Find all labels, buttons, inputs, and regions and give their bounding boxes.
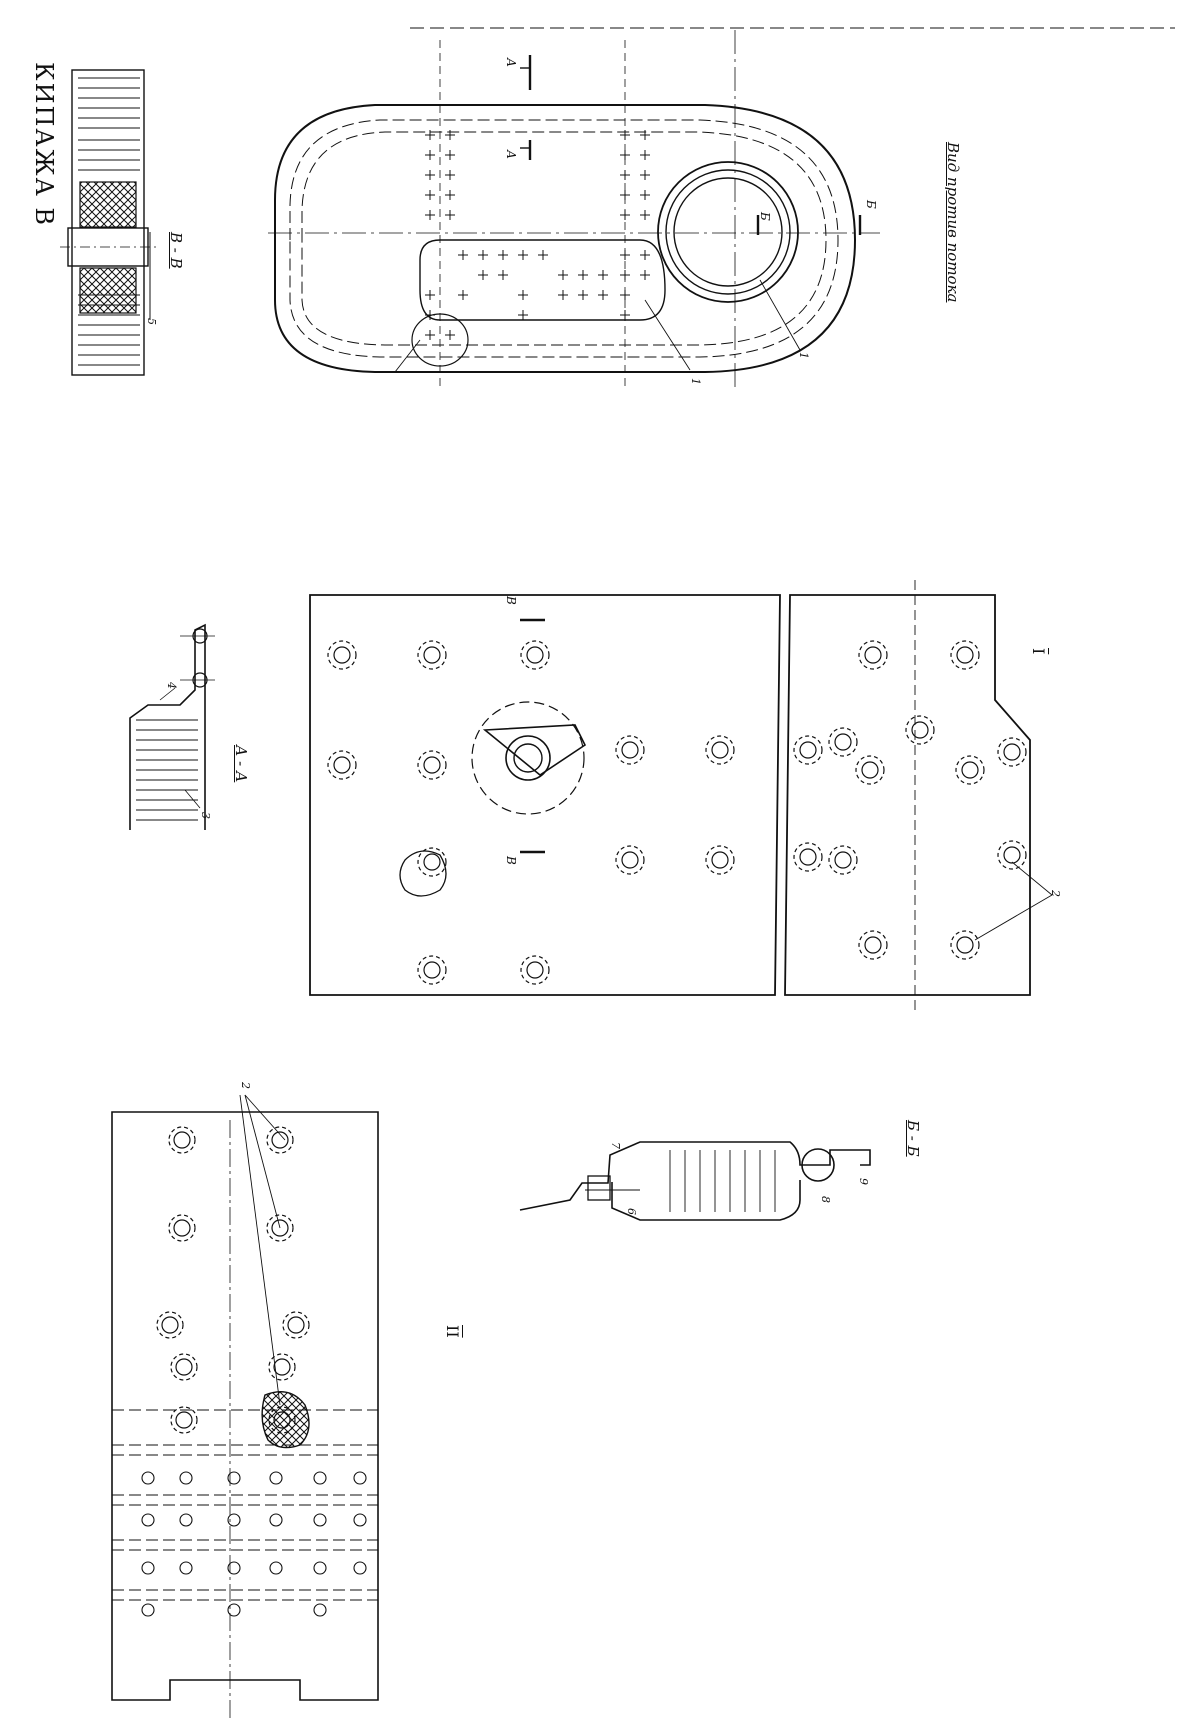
detail-i-title: I [1029, 648, 1048, 655]
section-bb-drawing [519, 1141, 871, 1221]
section-aa-title: А - А [232, 745, 250, 783]
section-vv-title: В - В [167, 232, 185, 269]
callout-4: 4 [165, 682, 178, 689]
plus-marks [425, 130, 650, 340]
main-view-title: Вид против потока [944, 142, 962, 303]
cut-mark-v-bottom: В [504, 856, 518, 865]
detail-i-drawing [309, 580, 1053, 1010]
callout-6: 6 [625, 1208, 638, 1215]
callout-9: 9 [857, 1178, 870, 1185]
callout-2-detail-ii: 2 [239, 1082, 252, 1089]
main-view-drawing [268, 30, 880, 390]
callout-1-circle: 1 [797, 352, 810, 359]
page-header: КИПАЖА В [30, 62, 58, 228]
cut-mark-b-inner: Б [758, 212, 772, 221]
detail-ii-drawing [111, 1094, 379, 1720]
cut-mark-v-top: В [504, 596, 518, 605]
callout-3: 3 [199, 812, 212, 819]
callout-5: 5 [145, 318, 158, 325]
detail-ii-title: II [443, 1325, 462, 1338]
callout-2-detail-i: 2 [1049, 890, 1062, 897]
callout-8: 8 [819, 1196, 832, 1203]
section-aa-drawing [129, 623, 215, 830]
section-vv-drawing [60, 69, 160, 376]
cut-mark-a-top: А [504, 58, 518, 68]
cut-mark-b-right: Б [864, 200, 878, 209]
section-bb-title: Б - Б [904, 1120, 922, 1157]
callout-1-slot: 1 [689, 378, 702, 385]
cut-mark-a-lower: А [504, 150, 518, 160]
callout-7: 7 [609, 1142, 622, 1149]
